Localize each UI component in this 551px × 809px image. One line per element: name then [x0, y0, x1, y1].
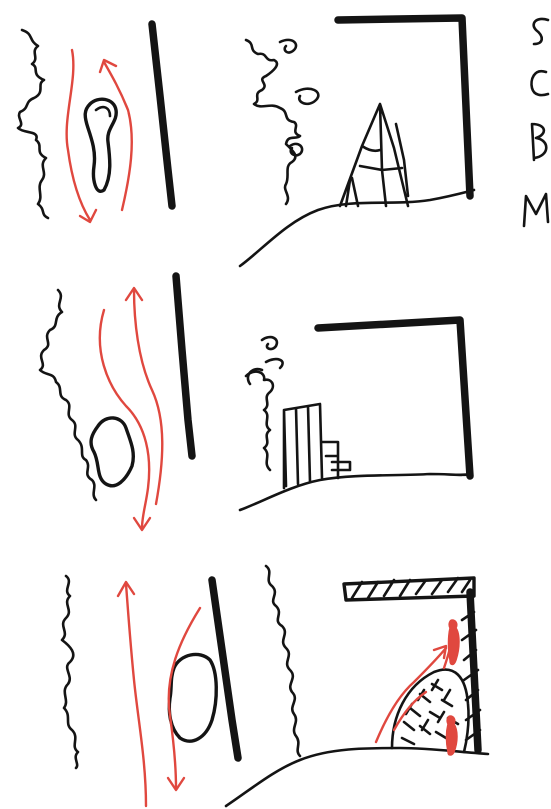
plan-1-wall — [152, 24, 172, 206]
section-2-vapor-curl-c — [266, 359, 283, 368]
section-3-figure-top — [449, 620, 460, 665]
section-2-vapor-curl-b — [262, 337, 277, 349]
plan-1-rock-inner — [96, 107, 110, 116]
section-1-vapor-curl-a — [280, 40, 296, 53]
margin-letter-b — [532, 124, 546, 160]
plan-1-coastline — [18, 30, 48, 218]
plan-3-flow-up — [126, 584, 146, 806]
section-sketch-2 — [240, 320, 470, 510]
section-2-vapor — [246, 372, 273, 470]
section-3-ground — [226, 748, 488, 806]
margin-letter-c — [532, 71, 548, 95]
section-sketch-1 — [240, 18, 474, 266]
plan-3-coastline — [62, 576, 78, 768]
plan-3-flow-down — [169, 608, 200, 788]
plan-sketch-1 — [18, 24, 172, 222]
plan-1-rock — [85, 99, 116, 191]
section-1-vapor-curl-c — [290, 144, 302, 155]
section-1-vapor — [246, 40, 300, 204]
plan-sketch-2 — [40, 276, 192, 530]
plan-sketch-3 — [62, 576, 238, 806]
section-3-vapor — [266, 566, 300, 756]
plan-3-wall — [212, 580, 238, 758]
section-2-cabin — [284, 404, 350, 488]
section-3-figure-bottom — [447, 716, 458, 755]
section-1-vapor-curl-b — [296, 89, 318, 104]
margin-letter-m — [524, 194, 548, 226]
margin-letters — [524, 19, 548, 226]
plan-2-rock — [91, 418, 133, 486]
margin-letter-s — [534, 19, 548, 44]
plan-3-rock — [169, 654, 216, 741]
plan-2-wall — [176, 276, 192, 456]
section-2-ground — [240, 474, 470, 510]
plan-2-coastline — [40, 290, 96, 500]
section-2-enclosure — [318, 320, 470, 476]
section-1-cone — [340, 104, 408, 206]
section-sketch-3 — [226, 566, 488, 806]
plan-1-flow-down — [67, 50, 90, 220]
